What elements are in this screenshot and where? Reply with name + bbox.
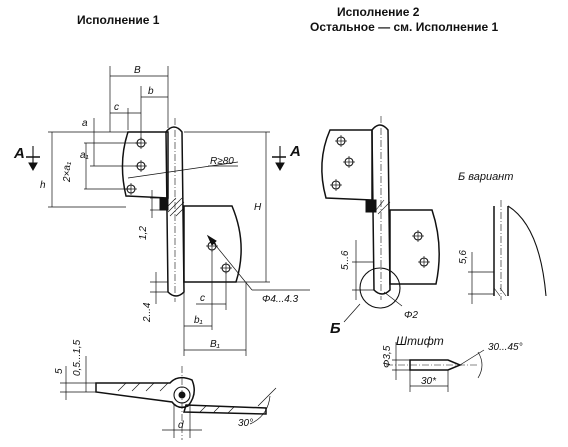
dim-H: H bbox=[254, 202, 262, 213]
pin-body bbox=[409, 359, 462, 371]
section-lower-leaf bbox=[183, 404, 267, 415]
dim-5: 5 bbox=[54, 368, 65, 374]
dim-angle: 30...45° bbox=[488, 342, 523, 353]
title-variant-2-sub: Остальное — см. Исполнение 1 bbox=[310, 20, 498, 34]
hatching bbox=[167, 197, 185, 217]
dim-0-5-1-5: 0,5...1,5 bbox=[72, 339, 83, 376]
title-variant-1: Исполнение 1 bbox=[77, 13, 160, 27]
v2-knuckle bbox=[371, 124, 391, 295]
section-a-right: А bbox=[289, 143, 301, 160]
dim-h: h bbox=[40, 180, 46, 191]
dim-a: a bbox=[82, 118, 88, 129]
dim-d: d bbox=[178, 420, 184, 431]
pin-detail: Штифт Φ3,5 30* 30...45° bbox=[382, 334, 523, 392]
dim-30: 30* bbox=[421, 376, 437, 387]
dim-hole: Φ4...4.3 bbox=[262, 294, 299, 305]
weld bbox=[159, 197, 169, 211]
dim-R80: R≥80 bbox=[210, 156, 234, 167]
v2-lower-leaf bbox=[389, 209, 440, 285]
section-a-left: А bbox=[13, 145, 25, 162]
dim-c-lower: c bbox=[200, 293, 205, 304]
dim-5-6: 5...6 bbox=[340, 250, 351, 270]
lower-holes bbox=[206, 240, 232, 274]
b-variant-label: Б вариант bbox=[458, 171, 513, 183]
dim-phi2: Φ2 bbox=[404, 310, 418, 321]
dim-B1: B₁ bbox=[210, 339, 220, 350]
variant-1-hinge: B b c h 2×a₁ a a₁ А А R≥80 bbox=[13, 65, 310, 356]
section-view: 5 0,5...1,5 d 30° bbox=[54, 339, 277, 440]
dim-b1: b₁ bbox=[194, 315, 203, 326]
dim-1-2: 1,2 bbox=[138, 226, 149, 240]
dim-b: b bbox=[148, 86, 154, 97]
dim-30deg: 30° bbox=[238, 418, 253, 429]
v2-upper-leaf bbox=[321, 129, 373, 201]
detail-b-circle bbox=[359, 267, 401, 309]
dim-2xa1: 2×a₁ bbox=[62, 162, 73, 183]
dim-2-4: 2...4 bbox=[142, 302, 153, 323]
dim-a1: a₁ bbox=[80, 150, 89, 161]
b-variant-detail: Б вариант 5,6 bbox=[458, 171, 547, 304]
dim-phi35: Φ3,5 bbox=[382, 345, 393, 368]
title-variant-2: Исполнение 2 bbox=[337, 5, 420, 19]
section-upper-leaf bbox=[95, 376, 195, 409]
pin-label: Штифт bbox=[396, 334, 444, 348]
detail-b-label: Б bbox=[330, 320, 341, 337]
variant-2-hinge: Б 5...6 Φ2 bbox=[321, 116, 440, 337]
dim-5-6b: 5,6 bbox=[458, 250, 469, 264]
dim-B: B bbox=[134, 65, 141, 76]
upper-leaf bbox=[121, 131, 169, 199]
v2-holes bbox=[330, 135, 430, 268]
dim-c: c bbox=[114, 102, 119, 113]
